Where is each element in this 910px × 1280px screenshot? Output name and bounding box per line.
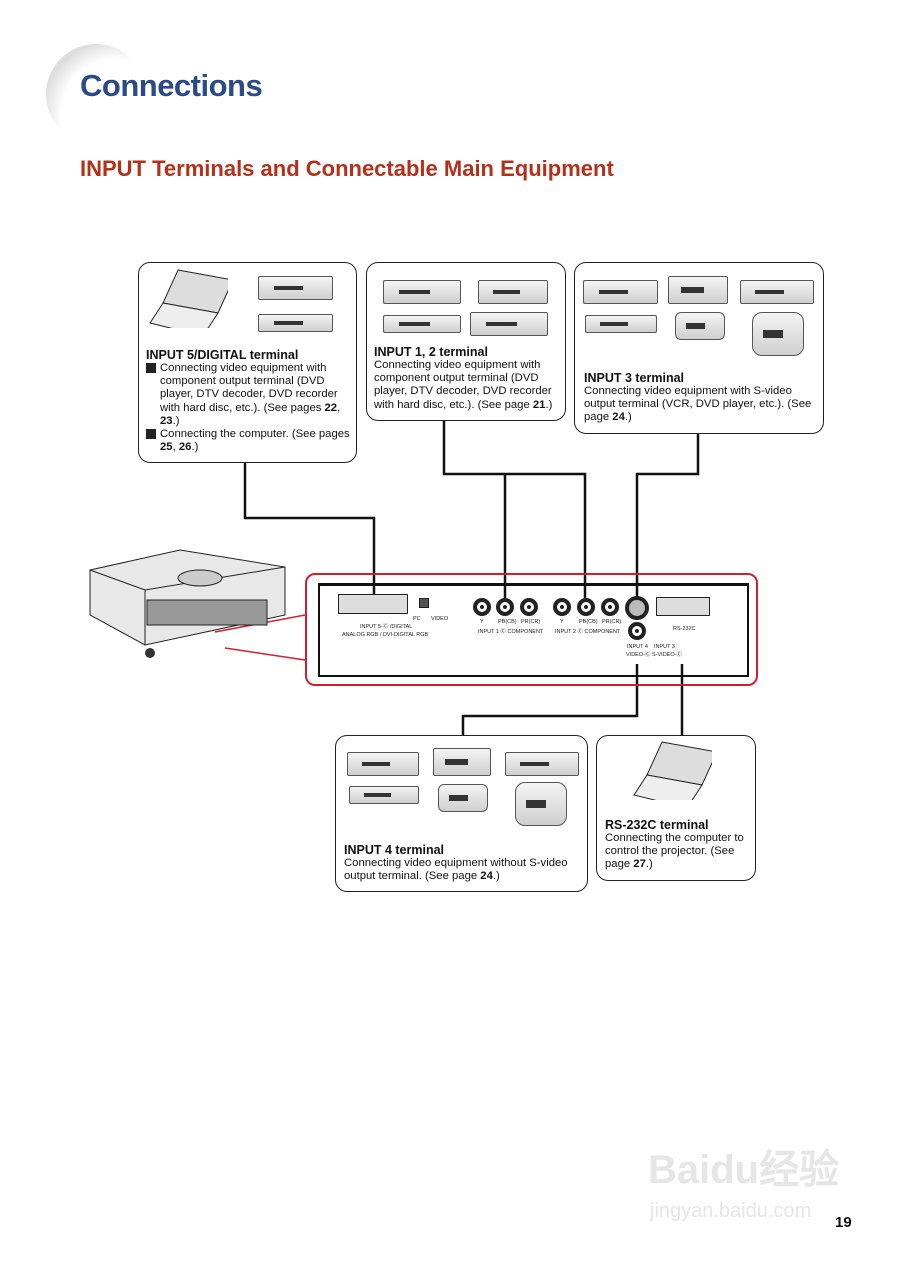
text-segment: .) [191, 441, 199, 454]
page-reference: 26 [178, 441, 192, 454]
game-console-icon [675, 312, 725, 340]
dvi-terminal [338, 594, 408, 614]
input1-pr-label: PR(CR) [521, 619, 541, 625]
input12-text: INPUT 1, 2 terminal Connecting video equ… [374, 345, 562, 412]
switch-video-label: VIDEO [431, 616, 449, 622]
game-console-icon [438, 784, 488, 812]
input5-title: INPUT 5/DIGITAL terminal [146, 348, 299, 362]
input12-title: INPUT 1, 2 terminal [374, 345, 488, 359]
input1-label: INPUT 1 Ⓒ COMPONENT [478, 629, 544, 635]
text-segment: Connecting video equipment with S-video … [584, 385, 812, 424]
input2-y-label: Y [560, 619, 564, 625]
vcr-icon [383, 280, 461, 304]
input4-label-2: VIDEO-Ⓒ [626, 652, 651, 658]
input1-pb-jack [496, 598, 514, 616]
dvd-recorder-icon [433, 748, 491, 776]
input1-pb-label: PB(CB) [498, 619, 517, 625]
page-reference: 22 [324, 401, 338, 414]
input2-pr-label: PR(CR) [602, 619, 622, 625]
input2-pb-jack [577, 598, 595, 616]
input3-title: INPUT 3 terminal [584, 371, 685, 385]
input5-label-2: ANALOG RGB / DVI-DIGITAL RGB [342, 632, 429, 638]
page-title: Connections [80, 68, 263, 103]
laptop-icon [633, 741, 712, 800]
bullet-square-icon [146, 429, 156, 440]
bullet-square-icon [146, 363, 156, 373]
dvd-recorder-icon [478, 280, 548, 304]
text-segment: Connecting the computer. (See pages [160, 428, 350, 441]
input3-body: Connecting video equipment with S-video … [584, 385, 818, 425]
terminal-panel-zoom [305, 573, 758, 686]
dvd-recorder-icon [668, 276, 728, 304]
dtv-decoder-icon [383, 315, 461, 333]
input5-item: Connecting video equipment with componen… [160, 362, 352, 428]
page-reference: 24 [612, 411, 625, 424]
camcorder-icon [752, 312, 804, 356]
input2-pr-jack [601, 598, 619, 616]
page-reference: 27 [633, 858, 646, 871]
dvd-player-icon [505, 752, 579, 776]
text-segment: Connecting video equipment with componen… [160, 362, 338, 414]
input2-pb-label: PB(CB) [579, 619, 598, 625]
text-segment: , [337, 401, 341, 414]
dvd-player-icon [740, 280, 814, 304]
switch-pc-label: PC [413, 616, 421, 622]
text-segment: Connecting video equipment with componen… [374, 359, 552, 411]
input3-label-2: S-VIDEO-Ⓒ [652, 652, 682, 658]
rs232c-terminal [656, 597, 710, 616]
input5-text: INPUT 5/DIGITAL terminal Connecting vide… [146, 348, 352, 454]
input4-title: INPUT 4 terminal [344, 843, 445, 857]
dtv-decoder-icon [349, 786, 419, 804]
section-heading: INPUT Terminals and Connectable Main Equ… [80, 156, 614, 181]
input2-y-jack [553, 598, 571, 616]
terminal-panel-bottom [318, 675, 749, 677]
page-number: 19 [835, 1214, 852, 1231]
text-segment: .) [545, 398, 553, 411]
input3-label: INPUT 3 [654, 644, 675, 650]
laptop-icon [149, 269, 228, 328]
vcr-icon [583, 280, 658, 304]
input1-y-label: Y [480, 619, 484, 625]
text-segment: , [172, 441, 179, 454]
page-reference: 21 [532, 398, 546, 411]
s-video-terminal [625, 596, 649, 620]
input3-text: INPUT 3 terminal Connecting video equipm… [584, 371, 818, 425]
watermark-logo: Baidu经验 [648, 1148, 840, 1192]
rs232c-text: RS-232C terminal Connecting the computer… [605, 818, 753, 872]
text-segment: Connecting the computer to control the p… [605, 832, 744, 871]
camcorder-icon [515, 782, 567, 826]
input1-pr-jack [520, 598, 538, 616]
dvd-player-icon [258, 276, 333, 300]
rs232c-title: RS-232C terminal [605, 818, 709, 832]
terminal-panel-frame [318, 583, 749, 676]
projector-illustration [85, 545, 290, 660]
input1-y-jack [473, 598, 491, 616]
input4-body: Connecting video equipment without S-vid… [344, 857, 584, 883]
text-segment: .) [624, 411, 632, 424]
input4-text: INPUT 4 terminal Connecting video equipm… [344, 843, 584, 883]
rs232c-label: RS-232C [673, 626, 696, 632]
input5-item: Connecting the computer. (See pages 25, … [160, 428, 352, 454]
dtv-decoder-icon [258, 314, 333, 332]
dvd-player-icon [470, 312, 548, 336]
page-reference: 24 [480, 870, 493, 883]
vcr-icon [347, 752, 419, 776]
rs232c-body: Connecting the computer to control the p… [605, 832, 753, 872]
page-reference: 25 [160, 441, 173, 454]
text-segment: Connecting video equipment without S-vid… [344, 857, 568, 883]
pc-video-switch [419, 598, 429, 608]
input2-label: INPUT 2 Ⓒ COMPONENT [555, 629, 621, 635]
input5-label: INPUT 5-Ⓒ /DIGITAL [360, 624, 413, 630]
title-decoration [46, 44, 146, 144]
text-segment: .) [172, 414, 180, 427]
watermark-url: jingyan.baidu.com [650, 1200, 812, 1222]
text-segment: .) [492, 870, 500, 883]
input4-label: INPUT 4 [627, 644, 648, 650]
page-reference: 23 [160, 414, 173, 427]
input4-video-jack [628, 622, 646, 640]
text-segment: .) [645, 858, 653, 871]
dtv-decoder-icon [585, 315, 657, 333]
input12-body: Connecting video equipment with componen… [374, 359, 562, 412]
